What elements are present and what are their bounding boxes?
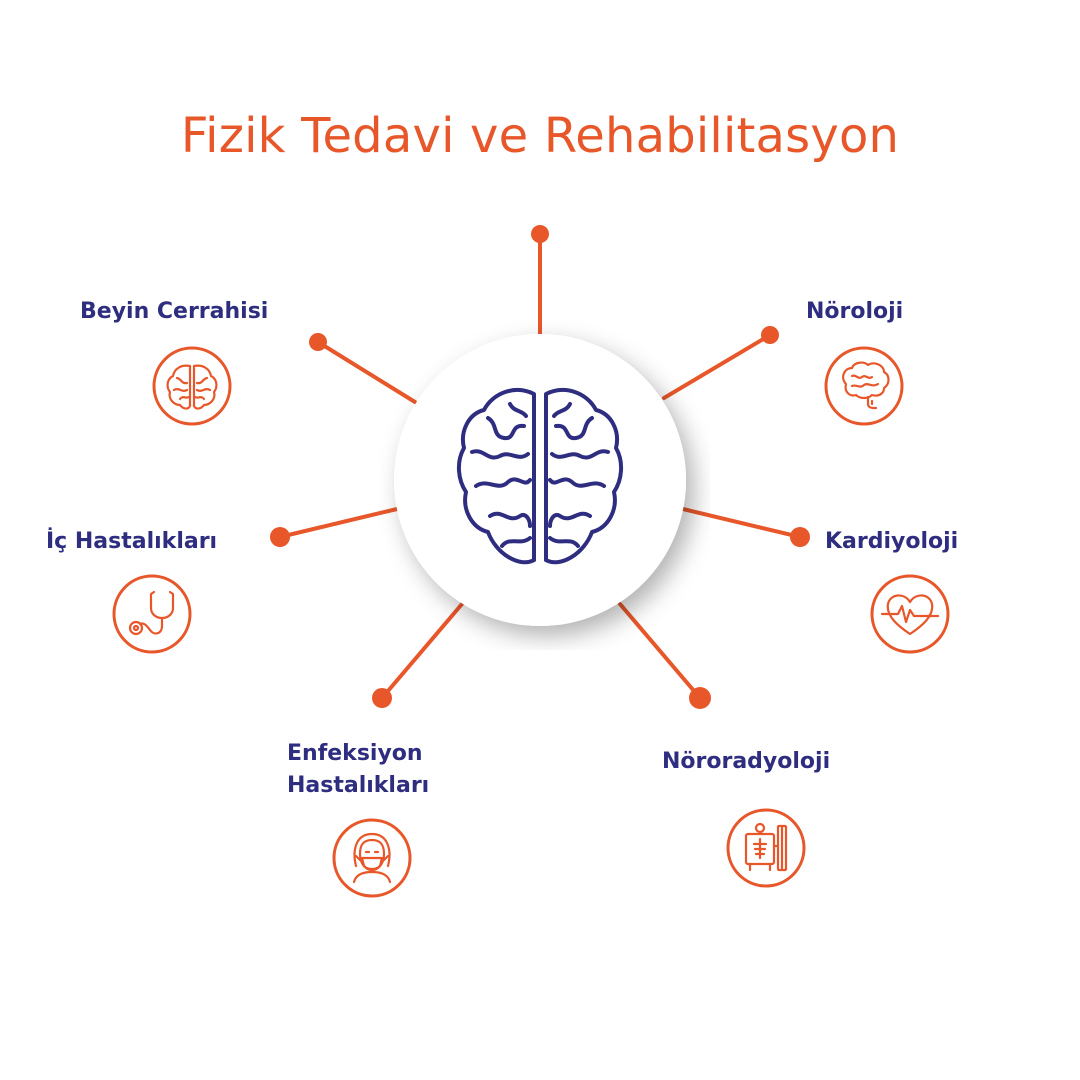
specialty-badge-ic-hastaliklari	[112, 574, 192, 654]
connector-line-nororadyoloji	[618, 602, 702, 700]
label-ic-hastaliklari: İç Hastalıkları	[46, 529, 218, 554]
stethoscope-icon	[128, 590, 175, 636]
diagram-title: Fizik Tedavi ve Rehabilitasyon	[180, 108, 900, 164]
connector-dot-nororadyoloji	[689, 687, 711, 709]
brain-icon	[457, 388, 623, 565]
masked-person-icon	[352, 832, 392, 884]
label-line-1: Enfeksiyon	[287, 741, 423, 766]
connector-dot-ic-hastaliklari	[270, 527, 290, 547]
connector-dot-kardiyoloji	[790, 527, 810, 547]
connector-line-enfeksiyon	[380, 602, 464, 700]
center-hub	[394, 334, 686, 626]
label-nororadyoloji: Nöroradyoloji	[662, 749, 831, 774]
brain-icon	[166, 364, 218, 410]
heart-pulse-icon	[880, 594, 940, 636]
connector-line-ic-hastaliklari	[278, 507, 399, 539]
connector-dot-noroloji	[761, 326, 779, 344]
connector-dot-enfeksiyon	[372, 688, 392, 708]
connector-line-beyin-cerrahisi	[316, 340, 417, 404]
xray-scanner-icon	[744, 822, 788, 872]
connector-line-noroloji	[662, 333, 772, 400]
label-noroloji: Nöroloji	[806, 299, 904, 324]
connector-dot-top	[531, 225, 549, 243]
specialty-badge-beyin-cerrahisi	[152, 346, 232, 426]
specialty-badge-nororadyoloji	[726, 808, 806, 888]
connector-dot-beyin-cerrahisi	[309, 333, 327, 351]
specialty-badge-enfeksiyon-hastaliklari	[332, 818, 412, 898]
label-beyin-cerrahisi: Beyin Cerrahisi	[80, 299, 269, 324]
specialty-badge-kardiyoloji	[870, 574, 950, 654]
label-kardiyoloji: Kardiyoloji	[825, 529, 959, 554]
label-line-2: Hastalıkları	[287, 773, 430, 798]
specialty-badge-noroloji	[824, 346, 904, 426]
connector-line-kardiyoloji	[681, 507, 802, 539]
brain-head-icon	[842, 361, 890, 410]
label-enfeksiyon-hastaliklari: Enfeksiyon Hastalıkları	[287, 738, 429, 802]
